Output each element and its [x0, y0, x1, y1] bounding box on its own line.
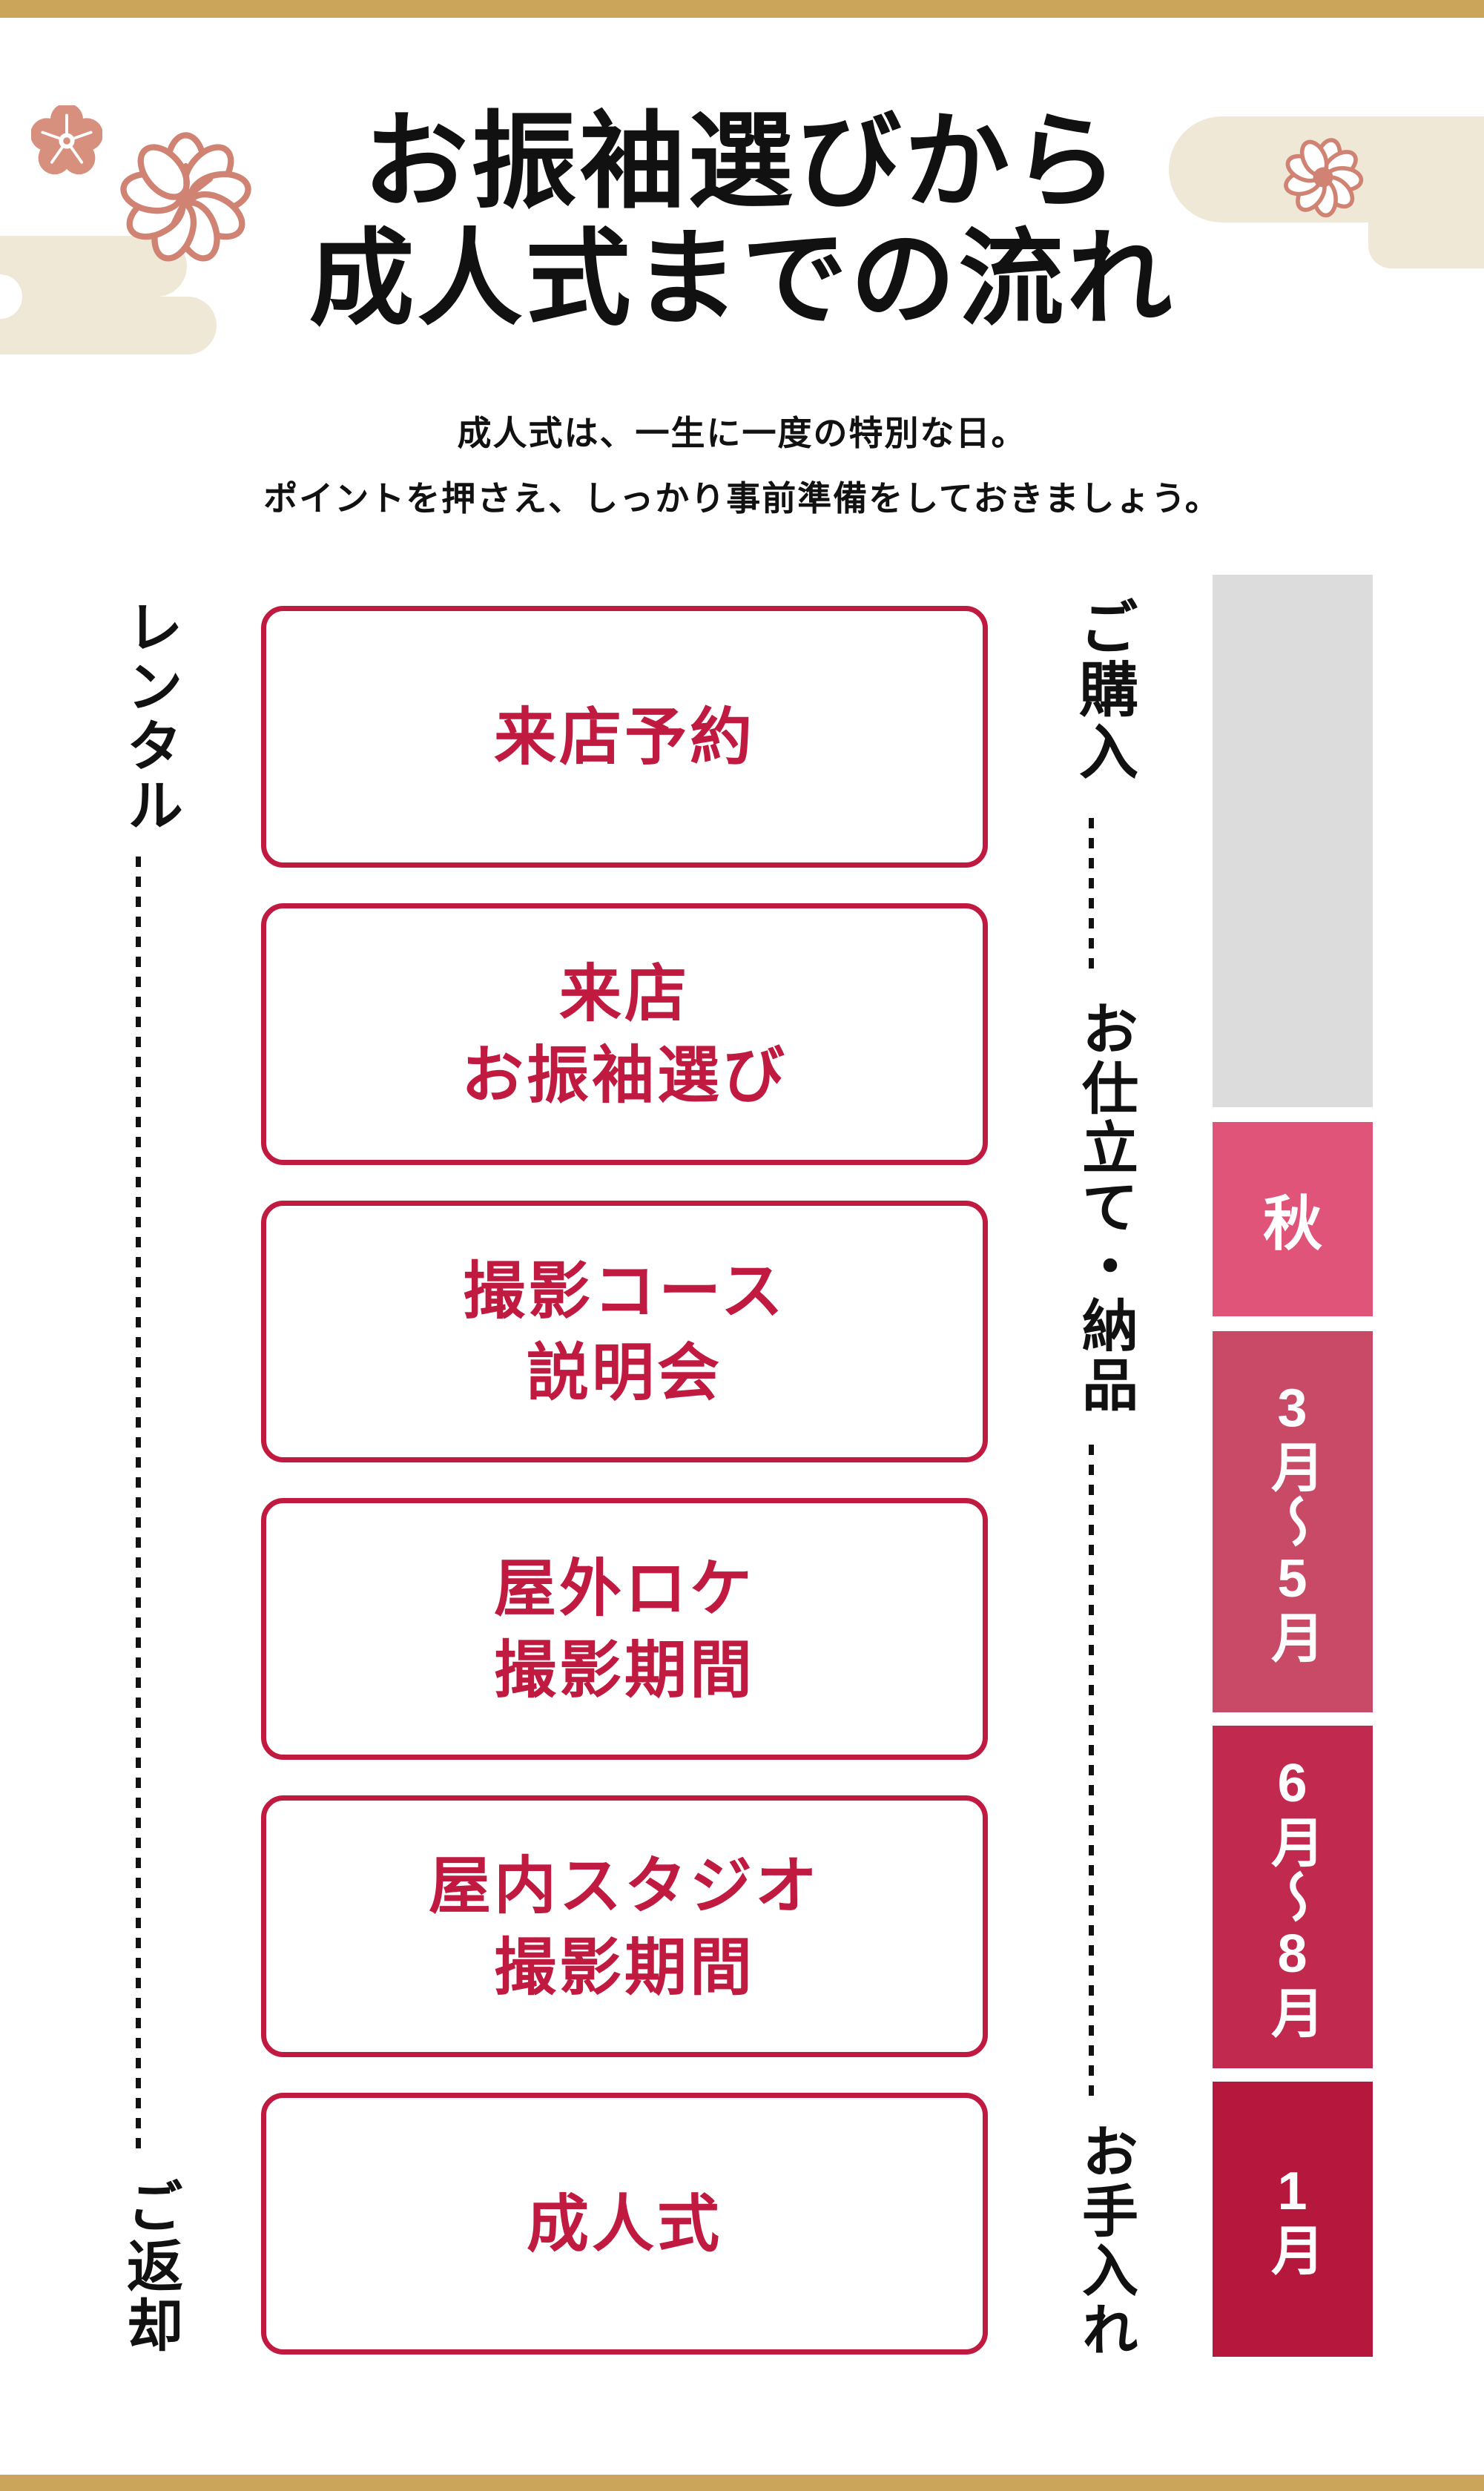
- cloud-icon: [0, 297, 217, 354]
- step-label: 撮影コース: [463, 1256, 786, 1326]
- title-line-2: 成人式までの流れ: [309, 221, 1175, 338]
- purchase-rail-end-label: お手入れ: [1073, 2122, 1136, 2360]
- rental-rail-start-label: レンタル: [118, 598, 181, 835]
- timeline-label: 6月〜8月: [1262, 1754, 1322, 2040]
- timeline-block-jun-aug: 6月〜8月: [1213, 1726, 1373, 2068]
- rental-rail-dotted-line: [136, 857, 141, 2156]
- top-gold-bar: [0, 0, 1484, 18]
- step-label: 撮影期間: [493, 1634, 755, 1705]
- title-line-1: お振袖選びから: [363, 104, 1121, 221]
- timeline-label: 秋: [1263, 1191, 1322, 1257]
- flower-icon: [1284, 138, 1364, 218]
- step-label: 撮影期間: [493, 1932, 755, 2002]
- purchase-rail-dotted-line: [1089, 818, 1094, 975]
- flow-step-box: 成人式: [261, 2093, 988, 2355]
- step-label: お振袖選び: [461, 1040, 788, 1110]
- step-label: 説明会: [526, 1337, 722, 1408]
- purchase-rail-dotted-line: [1089, 1445, 1094, 2105]
- rental-rail-end-label: ご返却: [118, 2177, 181, 2355]
- page-subtitle: 成人式は、一生に一度の特別な日。 ポイントを押さえ、しっかり事前準備をしておきま…: [0, 400, 1484, 531]
- timeline-block-empty: [1213, 575, 1373, 1107]
- flow-step-box: 来店 お振袖選び: [261, 903, 988, 1165]
- purchase-rail-start-label: ご購入: [1071, 596, 1137, 783]
- step-label: 来店予約: [493, 702, 755, 772]
- page-title: お振袖選びから 成人式までの流れ: [0, 104, 1484, 338]
- timeline-label: 1月: [1262, 2161, 1322, 2277]
- flower-icon: [120, 132, 251, 262]
- flow-step-box: 来店予約: [261, 606, 988, 868]
- timeline-block-january: 1月: [1213, 2082, 1373, 2357]
- cloud-icon: [1368, 222, 1484, 268]
- step-label: 屋外ロケ: [493, 1553, 755, 1623]
- flow-step-box: 屋内スタジオ 撮影期間: [261, 1795, 988, 2057]
- purchase-rail-middle-label: お仕立て・納品: [1073, 1000, 1136, 1415]
- flow-step-box: 屋外ロケ 撮影期間: [261, 1498, 988, 1760]
- timeline-block-mar-may: 3月〜5月: [1213, 1331, 1373, 1712]
- bottom-gold-bar: [0, 2475, 1484, 2491]
- subtitle-line-2: ポイントを押さえ、しっかり事前準備をしておきましょう。: [263, 479, 1221, 518]
- step-label: 成人式: [526, 2188, 722, 2259]
- timeline-block-autumn: 秋: [1213, 1122, 1373, 1316]
- step-label: 来店: [558, 958, 690, 1029]
- step-label: 屋内スタジオ: [428, 1850, 820, 1921]
- plum-blossom-icon: [31, 105, 102, 175]
- flow-step-box: 撮影コース 説明会: [261, 1201, 988, 1462]
- subtitle-line-1: 成人式は、一生に一度の特別な日。: [457, 414, 1027, 452]
- timeline-label: 3月〜5月: [1262, 1379, 1322, 1665]
